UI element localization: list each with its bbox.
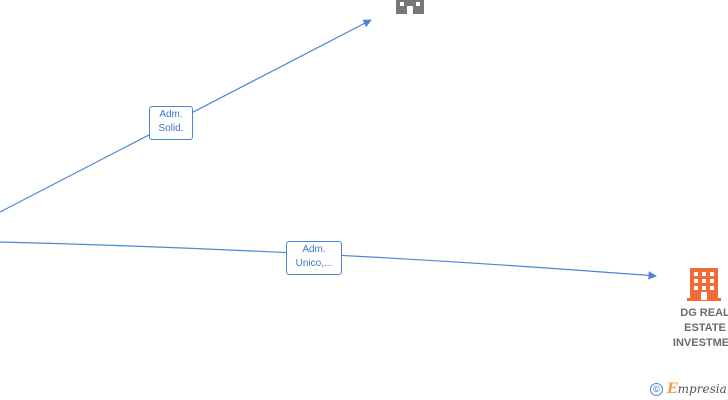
- edge-label-line: Solid.: [158, 123, 184, 134]
- building-icon[interactable]: [396, 0, 424, 14]
- edge-label-adm-unico[interactable]: Adm. Unico,...: [286, 241, 342, 275]
- edge-label-line: Unico,...: [295, 258, 333, 269]
- empresia-watermark: © Empresia: [650, 380, 727, 398]
- edge-label-line: Adm.: [302, 244, 326, 255]
- edge-label-line: Adm.: [159, 109, 183, 120]
- company-name[interactable]: DG REAL ESTATE INVESTMEN: [672, 307, 728, 349]
- edge-label-adm-solid[interactable]: Adm. Solid.: [149, 106, 193, 140]
- building-icon[interactable]: [687, 268, 721, 301]
- brand-logo: Empresia: [667, 381, 727, 397]
- copyright-icon: ©: [650, 382, 663, 396]
